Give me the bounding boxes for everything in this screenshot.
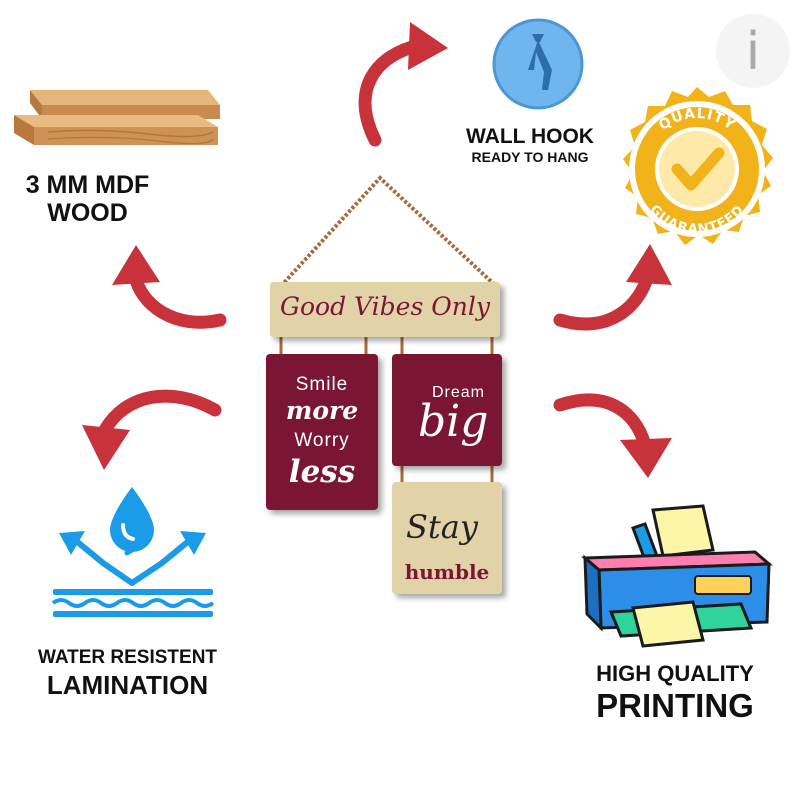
printing-caption: HIGH QUALITY PRINTING: [575, 661, 775, 725]
brand-logo: i: [716, 14, 790, 88]
hook-caption-line2: READY TO HANG: [471, 149, 589, 166]
quality-seal-icon: QUALITY GUARANTEED: [623, 87, 773, 245]
panel-smile-word2: more: [285, 396, 359, 425]
top-plank-text: Good Vibes Only: [280, 292, 490, 321]
mdf-caption-line1: 3 MM MDF: [25, 171, 150, 199]
mdf-caption-line2: WOOD: [47, 198, 128, 227]
panel-stay-word1: Stay: [406, 508, 478, 546]
brand-logo-letter: i: [745, 22, 761, 82]
hook-caption-line1: WALL HOOK: [466, 125, 594, 148]
wall-hook-icon: [492, 18, 584, 110]
mdf-caption: 3 MM MDF WOOD: [0, 171, 175, 227]
top-plank: Good Vibes Only: [270, 282, 500, 337]
panel-smile-word4: less: [288, 454, 356, 490]
panel-smile-word1: Smile: [295, 374, 349, 395]
arrow-to-quality: [553, 244, 672, 331]
panel-dream-word1: Dream: [432, 384, 486, 401]
arrow-to-wood: [112, 245, 227, 329]
panel-dream: Dream big: [392, 354, 502, 466]
panel-stay: Stay humble: [392, 482, 502, 594]
panel-smile-word3: Worry: [294, 430, 350, 451]
arrow-to-printing: [553, 393, 672, 478]
arrow-to-hook: [358, 22, 448, 147]
water-caption-line2: LAMINATION: [46, 669, 209, 700]
water-drop-icon: [51, 487, 215, 617]
panel-dream-word2: big: [418, 396, 489, 447]
panel-smile: Smile more Worry less: [266, 354, 378, 510]
panel-stay-word2: humble: [404, 560, 490, 584]
printing-caption-line1: HIGH QUALITY: [596, 661, 754, 686]
hook-caption: WALL HOOK READY TO HANG: [455, 125, 605, 165]
water-caption: WATER RESISTENT LAMINATION: [15, 647, 240, 700]
water-caption-line1: WATER RESISTENT: [37, 647, 218, 668]
printer-icon: [581, 504, 773, 648]
wood-planks-icon: [14, 90, 220, 145]
printing-caption-line2: PRINTING: [596, 687, 754, 725]
arrow-to-water: [82, 389, 222, 470]
